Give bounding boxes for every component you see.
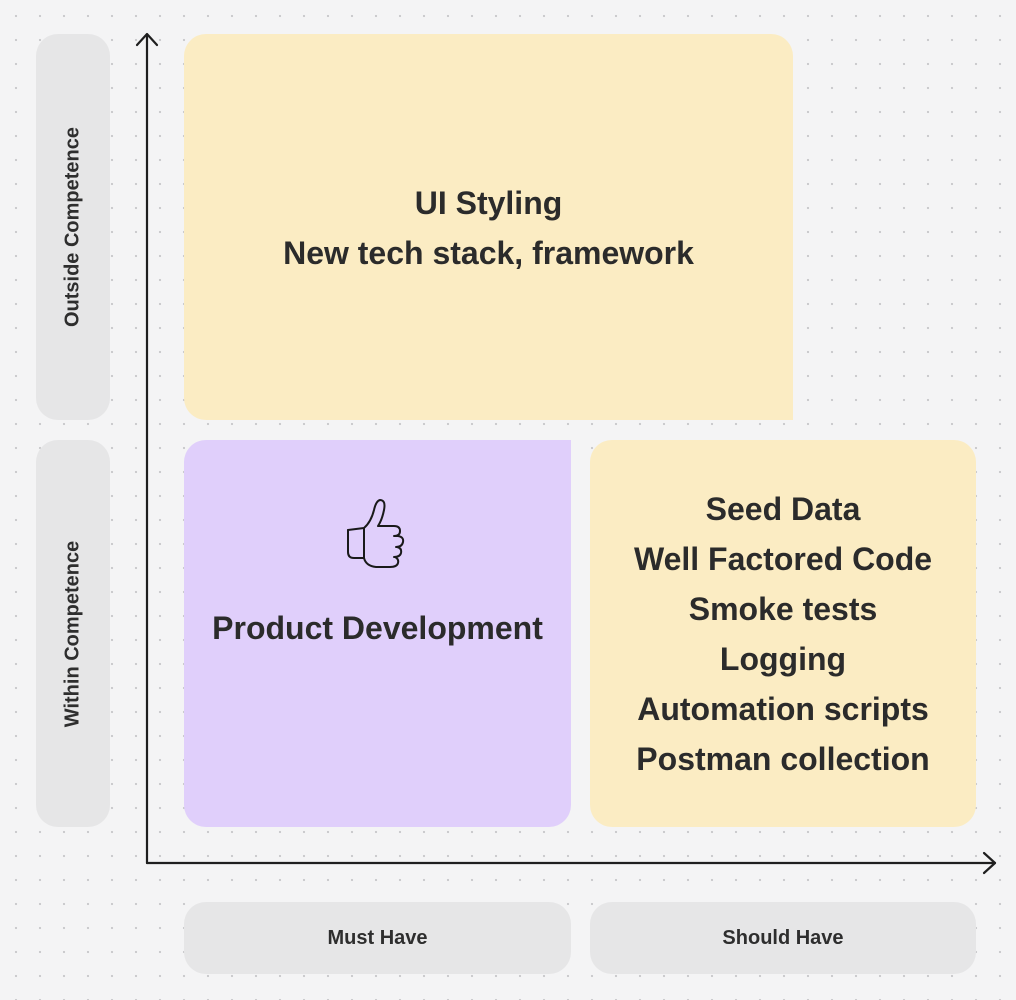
x-axis-label-must-have: Must Have <box>184 902 571 974</box>
quadrant-text-line: Seed Data <box>705 491 861 527</box>
y-axis-label-within-competence: Within Competence <box>36 440 110 827</box>
quadrant-text-line: New tech stack, framework <box>283 235 694 271</box>
thumbs-up-icon <box>347 499 405 568</box>
y-axis-label-outside-competence: Outside Competence <box>36 34 110 420</box>
x-axis-arrow-head <box>982 851 997 875</box>
product-development-label: Product Development <box>212 610 543 646</box>
quadrant-text-line: Logging <box>719 641 847 677</box>
quadrant-outside-competence-must-have: UI Styling New tech stack, framework <box>184 34 793 420</box>
quadrant-text-line: Well Factored Code <box>633 541 933 577</box>
quadrant-within-competence-should-have: Seed Data Well Factored Code Smoke tests… <box>590 440 976 827</box>
quadrant-text-line: Smoke tests <box>688 591 878 627</box>
y-axis-arrow-head <box>135 32 159 47</box>
quadrant-text-line: UI Styling <box>414 185 563 221</box>
x-axis-label-should-have: Should Have <box>590 902 976 974</box>
quadrant-text-line: Postman collection <box>636 741 930 777</box>
outside-competence-label: Outside Competence <box>61 126 84 328</box>
quadrant-within-competence-must-have: Product Development <box>184 440 571 827</box>
within-competence-label: Within Competence <box>61 540 84 727</box>
quadrant-text-line: Automation scripts <box>637 691 929 727</box>
